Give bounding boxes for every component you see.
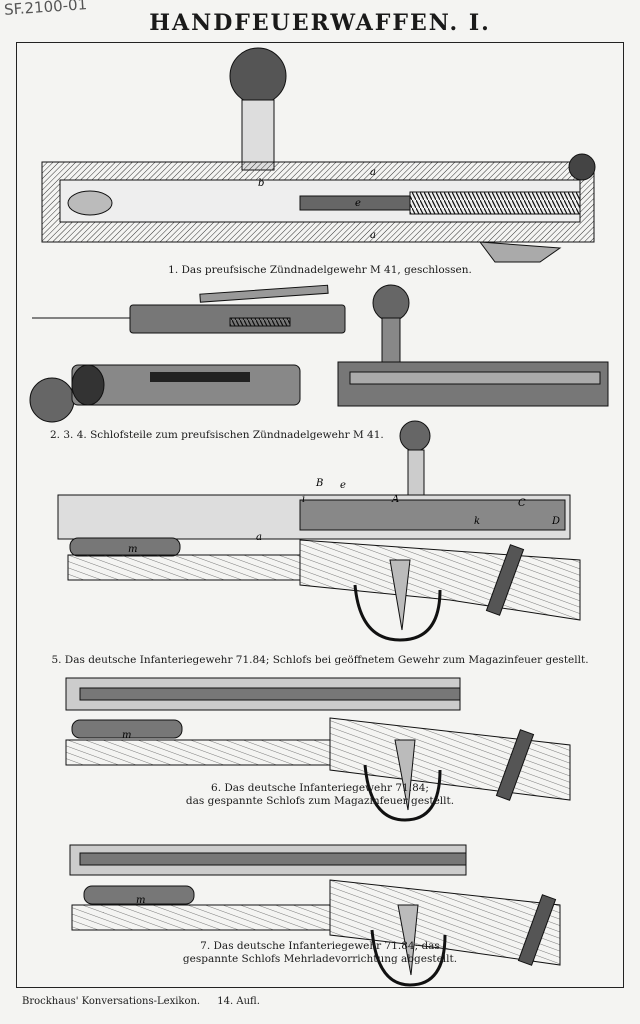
figure-7-rifle-71-84-disengaged: m (69, 844, 561, 987)
label-i: i (302, 494, 305, 505)
caption-figure-6-line1: 6. Das deutsche Infanteriegewehr 71.84; (211, 782, 429, 794)
trigger-guard (353, 584, 442, 642)
figure-2-needle-bolt (32, 284, 346, 334)
label-a-bottom: a (370, 230, 376, 241)
footer-publication: Brockhaus' Konversations-Lexikon. (22, 996, 201, 1007)
label-a-top: a (370, 167, 376, 178)
label-D: D (551, 516, 560, 527)
caption-figure-5: 5. Das deutsche Infanteriegewehr 71.84; … (51, 654, 589, 666)
label-b: b (258, 178, 264, 189)
figure-3-bolt-cylinder (29, 364, 301, 423)
label-e5: e (340, 480, 346, 491)
figure-1-needle-gun: a b e a (41, 47, 596, 263)
label-m6: m (122, 730, 131, 741)
caption-figure-7-line1: 7. Das deutsche Infanteriegewehr 71.84; … (200, 940, 440, 952)
label-e: e (355, 198, 361, 209)
figure-4-receiver (337, 284, 609, 407)
label-m7: m (136, 895, 145, 906)
label-A: A (391, 494, 399, 505)
bolt-knob (229, 47, 287, 105)
plate-frame (16, 42, 624, 988)
caption-figure-6-line2: das gespannte Schlofs zum Magazinfeuer g… (185, 795, 455, 807)
label-B: B (315, 478, 323, 489)
bolt-handle (241, 99, 275, 171)
label-k: k (474, 516, 480, 527)
figure-5-rifle-71-84-open: B e i A C k D m a (57, 420, 581, 642)
caption-figures-2-4: 2. 3. 4. Schlofsteile zum preufsischen Z… (50, 429, 384, 441)
spring (409, 191, 581, 215)
footer: Brockhaus' Konversations-Lexikon. 14. Au… (22, 996, 274, 1007)
label-a5: a (256, 532, 262, 543)
plate-title: HANDFEUERWAFFEN. I. (149, 10, 491, 36)
caption-figure-7-line2: gespannte Schlofs Mehrladevorrichtung ab… (182, 953, 458, 965)
label-C: C (518, 498, 526, 509)
figure-6-rifle-71-84-cocked: m (65, 677, 571, 822)
trigger (478, 241, 562, 263)
footer-edition: 14. Aufl. (217, 996, 260, 1007)
label-m5: m (128, 544, 137, 555)
caption-figure-1: 1. Das preufsische Zündnadelgewehr M 41,… (168, 264, 472, 276)
